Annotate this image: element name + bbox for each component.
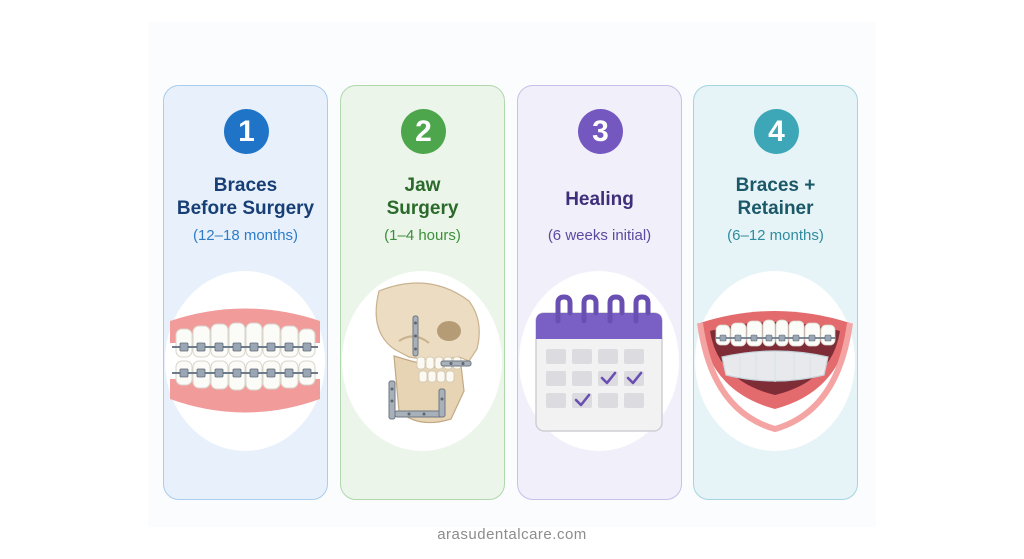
jaw-skull-icon: [342, 271, 502, 451]
step-duration: (12–18 months): [192, 227, 299, 244]
step-number-badge: 2: [401, 109, 446, 154]
braces-teeth-icon: [165, 271, 325, 451]
website-footer: arasudentalcare.com: [437, 526, 587, 543]
step-number-badge: 3: [578, 109, 623, 154]
step-card-2: 2 Jaw Surgery (1–4 hours): [340, 85, 505, 500]
step-title: Braces + Retainer: [735, 175, 816, 219]
step-number-badge: 4: [754, 109, 799, 154]
step-title: Jaw Surgery: [386, 175, 459, 219]
step-card-3: 3 Healing (6 weeks initial): [517, 85, 682, 500]
step-number-badge: 1: [224, 109, 269, 154]
step-duration: (1–4 hours): [384, 227, 461, 244]
step-title: Healing: [565, 189, 634, 210]
step-card-4: 4 Braces + Retainer (6–12 months): [693, 85, 858, 500]
step-duration: (6 weeks initial): [547, 227, 652, 244]
smile-retainer-icon: [695, 271, 855, 451]
step-card-1: 1 Braces Before Surgery (12–18 months): [163, 85, 328, 500]
step-title: Braces Before Surgery: [176, 175, 315, 219]
calendar-icon: [519, 271, 679, 451]
step-duration: (6–12 months): [727, 227, 824, 244]
